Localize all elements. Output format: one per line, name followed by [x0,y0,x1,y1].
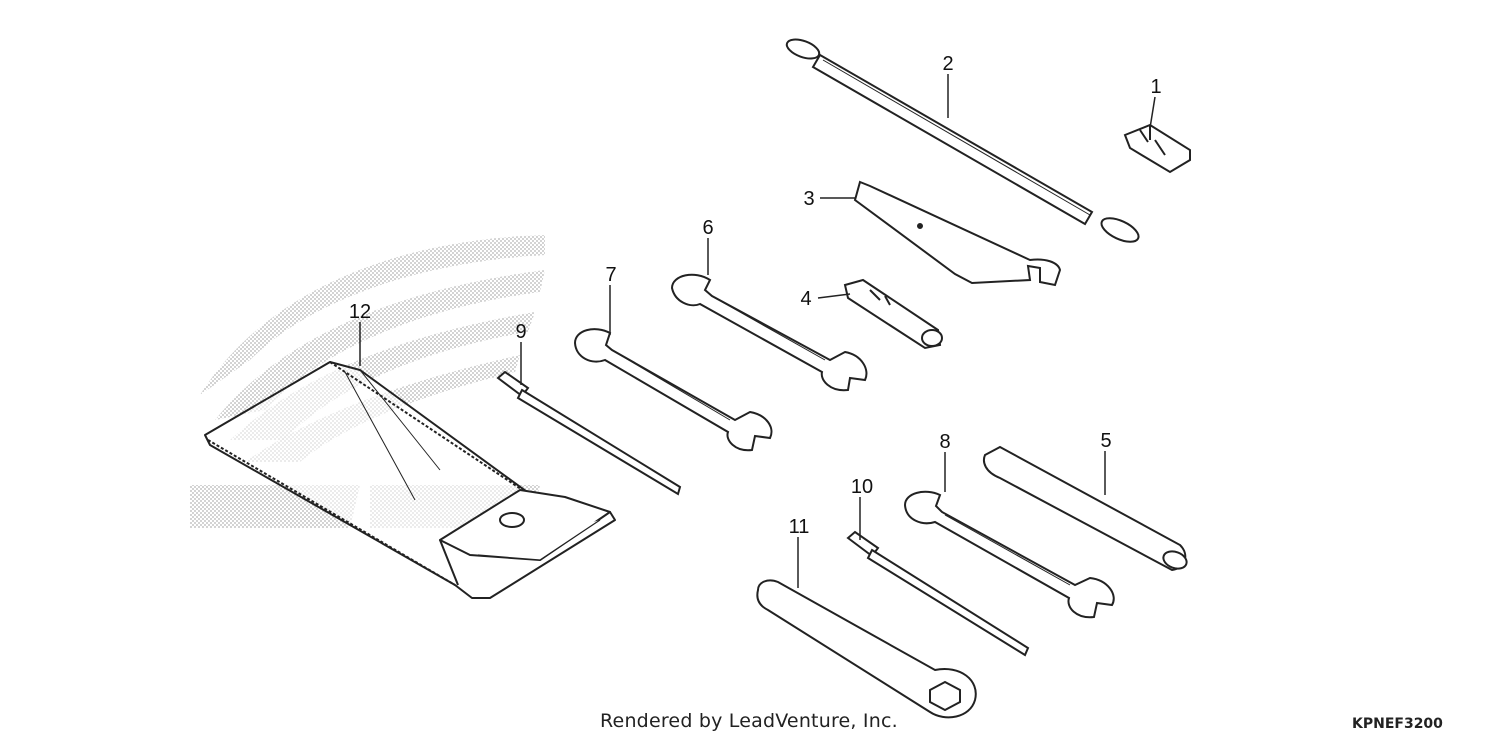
screwdriver-9 [496,370,682,496]
diagram-code: KPNEF3200 [1352,716,1443,732]
handle-grip [982,445,1188,572]
part-label-12: 12 [349,301,371,323]
part-label-6: 6 [702,217,713,239]
part-label-9: 9 [515,321,526,343]
part-labels: 1 2 3 4 5 6 7 8 9 10 11 12 [349,53,1162,538]
leader-lines [359,74,1156,588]
screwdriver-10 [846,530,1030,657]
open-end-wrench-6 [670,273,868,392]
box-end-wrench [756,579,977,719]
open-end-wrench-7 [573,328,773,452]
part-label-8: 8 [939,431,950,453]
clip-part [1123,123,1191,174]
part-label-10: 10 [851,476,873,498]
part-label-2: 2 [942,53,953,75]
part-label-7: 7 [605,264,616,286]
pin-spanner [853,180,1062,287]
part-label-5: 5 [1100,430,1111,452]
part-label-4: 4 [800,288,811,310]
part-label-3: 3 [803,188,814,210]
handle-bar [785,38,1140,243]
open-end-wrench-8 [903,490,1115,619]
tool-bag [204,361,616,599]
part-label-11: 11 [789,516,810,538]
part-label-1: 1 [1150,76,1161,98]
credit-text: Rendered by LeadVenture, Inc. [600,710,898,732]
socket-wrench [843,278,943,350]
